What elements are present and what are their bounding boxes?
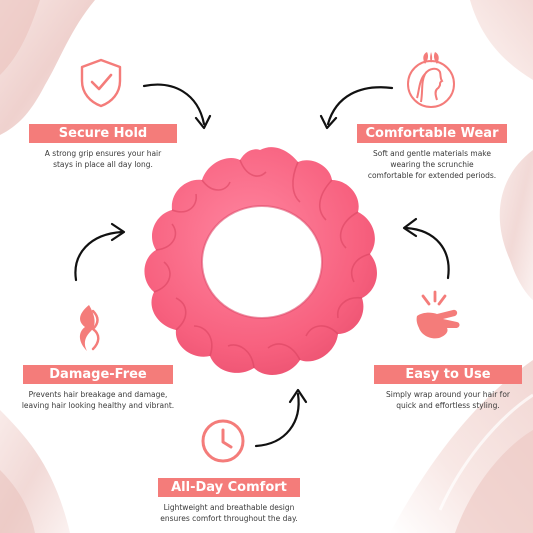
feature-description: Simply wrap around your hair for quick a… <box>386 390 510 410</box>
arrow-easy-to-use <box>402 217 450 280</box>
snap-hand-icon <box>416 290 460 339</box>
feature-description: Prevents hair breakage and damage, leavi… <box>21 390 175 410</box>
feature-damage-free: Damage-Free Prevents hair breakage and d… <box>8 363 188 411</box>
arrow-all-day-comfort <box>254 388 308 448</box>
feature-title: Damage-Free <box>23 365 173 384</box>
feature-easy-to-use: Easy to Use Simply wrap around your hair… <box>368 363 528 411</box>
clock-icon <box>201 419 245 463</box>
feature-description: A strong grip ensures your hair stays in… <box>44 149 162 169</box>
woman-profile-icon <box>407 52 455 108</box>
feature-all-day-comfort: All-Day Comfort Lightweight and breathab… <box>146 476 312 524</box>
arrow-damage-free <box>74 222 126 282</box>
feature-title: All-Day Comfort <box>158 478 300 497</box>
feature-title: Easy to Use <box>374 365 522 384</box>
feature-comfortable-wear: Comfortable Wear Soft and gentle materia… <box>352 122 512 181</box>
arrow-secure-hold <box>142 83 212 130</box>
arrow-comfortable-wear <box>319 86 394 130</box>
hair-wave-icon <box>79 305 100 351</box>
feature-description: Lightweight and breathable design ensure… <box>160 503 298 523</box>
feature-title: Comfortable Wear <box>357 124 507 143</box>
feature-title: Secure Hold <box>29 124 177 143</box>
scrunchie-image <box>144 147 377 375</box>
shield-check-icon <box>80 58 122 108</box>
feature-secure-hold: Secure Hold A strong grip ensures your h… <box>18 122 188 170</box>
feature-description: Soft and gentle materials make wearing t… <box>367 149 497 180</box>
